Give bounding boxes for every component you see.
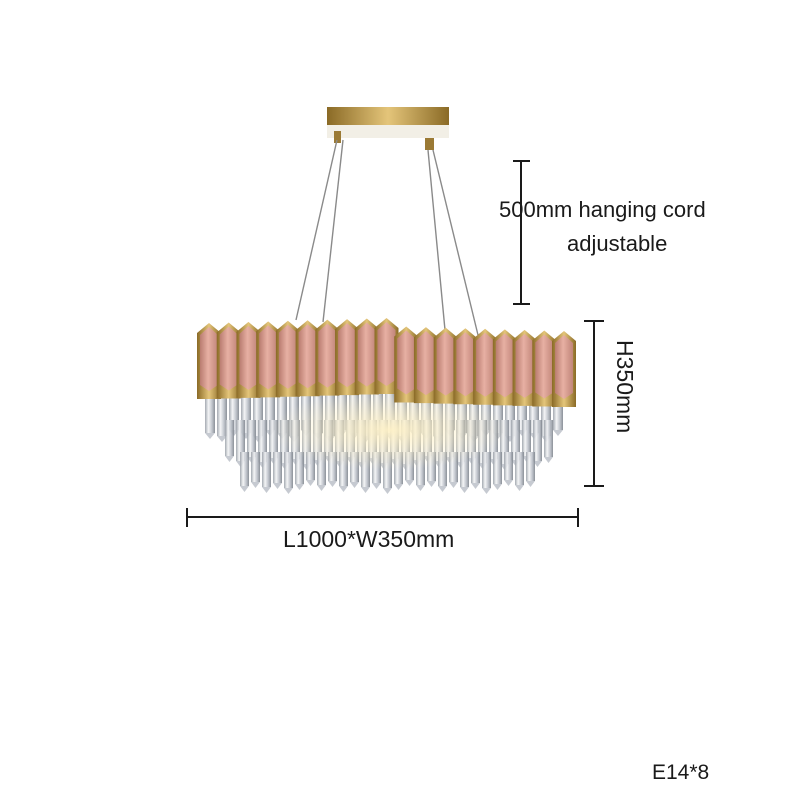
dimension-lines xyxy=(186,160,604,527)
bulb-spec-label: E14*8 xyxy=(652,761,710,784)
crystal-tiers xyxy=(205,385,563,494)
length-width-dimension-label: L1000*W350mm xyxy=(283,526,455,552)
rose-panel-crown xyxy=(197,318,576,407)
ceiling-canopy xyxy=(327,107,449,150)
hanging-cords xyxy=(295,139,479,336)
cord-adjustable-label: adjustable xyxy=(567,231,668,256)
cord-length-label: 500mm hanging cord xyxy=(499,197,706,222)
height-dimension-label: H350mm xyxy=(612,340,638,434)
